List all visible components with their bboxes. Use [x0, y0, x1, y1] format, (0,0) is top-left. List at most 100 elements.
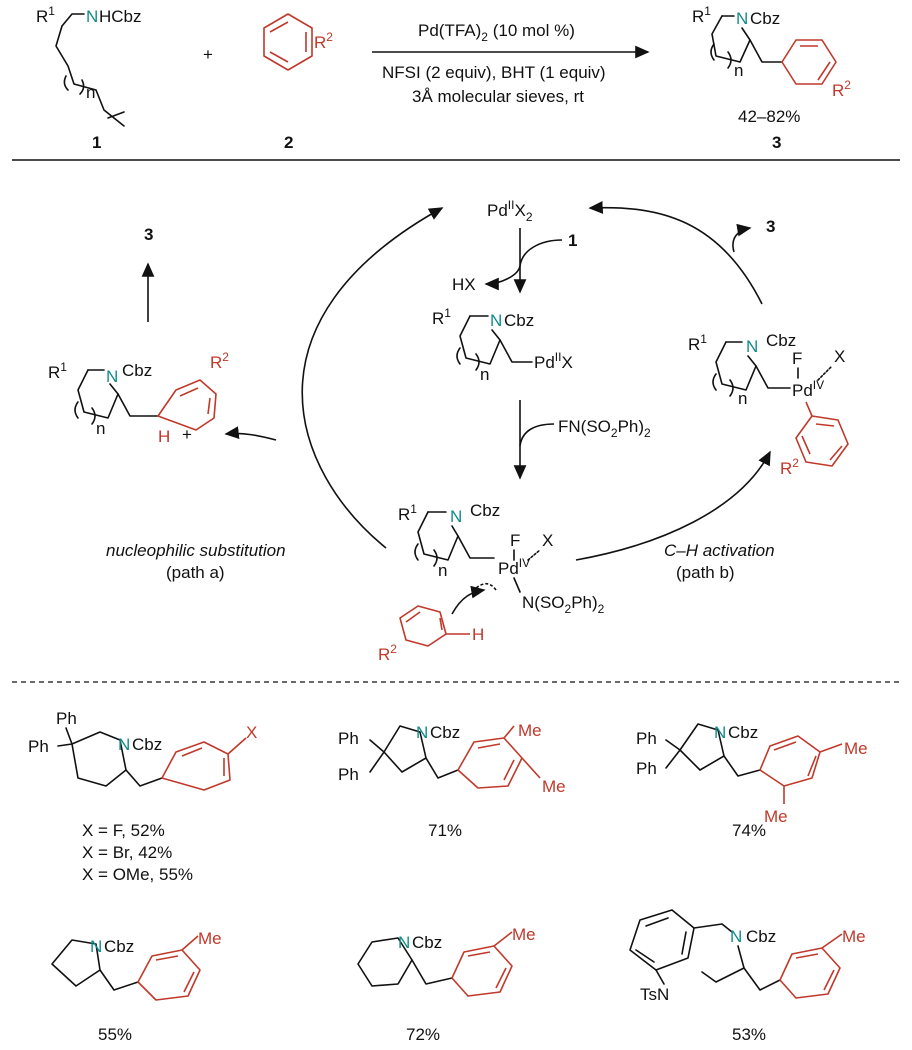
aryl-pd: PdIV [792, 378, 824, 400]
attacking-arene-db2 [439, 617, 443, 631]
condition-line-2: NFSI (2 equiv), BHT (1 equiv) [382, 63, 606, 82]
ex1-nitrogen: N [118, 735, 130, 754]
ex2-db2 [503, 759, 515, 781]
int1-r1: R1 [432, 306, 451, 328]
ex3-db1 [773, 741, 797, 751]
product-arene-double-2 [817, 61, 831, 81]
ex2-me-2: Me [542, 777, 566, 796]
arene-attack-arrow [451, 585, 486, 615]
path-b-product: 3 [766, 217, 775, 236]
product-paren-right [727, 51, 732, 69]
int1-pd: PdIIX [534, 350, 573, 372]
aryl-ring [715, 341, 757, 391]
byproduct-hx: HX [452, 275, 476, 294]
ex3-me-bond-1 [819, 743, 843, 753]
reactant-1-nitrogen: N [86, 7, 98, 26]
plus-sign: + [203, 45, 213, 64]
ex5-me: Me [512, 925, 536, 944]
wheland-ch2 [117, 393, 159, 417]
wheland-db1 [179, 387, 199, 397]
ex3-db2 [807, 755, 817, 777]
reactant-1-paren-left [63, 75, 69, 91]
catalytic-cycle: PdIIX2 1 HX R1 N Cbz n PdIIX FN(SO2Ph)2 … [48, 198, 849, 664]
int2-nitrogen: N [450, 507, 462, 526]
ex1-yield-3: X = OMe, 55% [82, 865, 193, 884]
ex1-yield-2: X = Br, 42% [82, 843, 172, 862]
ex6-ch2 [743, 967, 781, 991]
int2-nsulfonyl: N(SO2Ph)2 [522, 593, 605, 616]
ex5-db1 [467, 951, 491, 957]
ex1-ph-top: Ph [56, 709, 77, 728]
cycle-arc-right [588, 201, 763, 305]
product-cbz: Cbz [750, 9, 780, 28]
product-n: n [734, 61, 743, 80]
ex5-db2 [495, 967, 507, 989]
cycle-arc-left [301, 207, 444, 549]
attacking-arene-r2: R2 [378, 642, 397, 664]
reactant-2-ring [263, 13, 313, 71]
ex1-cbz: Cbz [132, 735, 162, 754]
ex2-ph-bottom: Ph [338, 765, 359, 784]
int1-paren-r [475, 353, 480, 371]
ex6-db1 [795, 953, 819, 959]
ex3-yield: 74% [732, 821, 766, 840]
top-reaction: R1 N HCbz n 1 + R2 2 Pd(TFA)2 (10 mol %)… [36, 4, 851, 152]
int2-n: n [438, 561, 447, 580]
ex5-ch2 [411, 959, 453, 985]
product-structure: R1 N Cbz n R2 42–82% 3 [692, 4, 851, 152]
path-a-product: 3 [144, 225, 153, 244]
ex1-arene [161, 741, 231, 791]
reagent-1: 1 [568, 231, 577, 250]
reactant-1-chain-top [61, 13, 85, 27]
int1-n: n [480, 365, 489, 384]
yield-range: 42–82% [738, 107, 800, 126]
aryl-db3 [801, 435, 811, 455]
int2-f: F [510, 531, 520, 550]
aryl-x-bond [817, 365, 833, 381]
ex4-pyrrolidine [51, 939, 101, 987]
path-b-name: C–H activation [664, 541, 775, 560]
ex2-ph-top: Ph [338, 729, 359, 748]
ex1-ph-left: Ph [28, 737, 49, 756]
ex4-ch2 [99, 969, 139, 991]
reactant-2-double-1 [269, 21, 289, 33]
ex6-benzo-db3 [635, 949, 655, 963]
ex3-me-1: Me [844, 739, 868, 758]
scope-example-2: Ph Ph N Cbz Me Me 71% [338, 721, 566, 840]
ex6-tsn: TsN [640, 985, 669, 1004]
ex1-yield-1: X = F, 52% [82, 821, 165, 840]
oxidant: FN(SO2Ph)2 [558, 417, 651, 440]
ex6-db2 [823, 969, 835, 991]
ex5-me-bond [493, 931, 513, 947]
path-b-label: (path b) [676, 563, 735, 582]
ex5-arene [451, 945, 513, 997]
reactant-2-r2: R2 [314, 30, 333, 52]
condition-line-3: 3Å molecular sieves, rt [412, 87, 584, 106]
int1-ring [459, 315, 501, 365]
int2-ch2 [457, 535, 495, 559]
int2-ring [417, 511, 459, 561]
ex4-cbz: Cbz [104, 937, 134, 956]
wheland-paren-l [74, 401, 79, 419]
ex3-ph-bonds [665, 739, 681, 769]
ex3-nitrogen: N [714, 723, 726, 742]
ex6-ch2-n [693, 923, 733, 933]
ex2-yield: 71% [428, 821, 462, 840]
wheland-ring-arene [157, 379, 217, 431]
ex1-x-bond [227, 737, 247, 755]
int2-x-bond [527, 549, 541, 561]
aryl-x: X [834, 347, 845, 366]
aryl-r2: R2 [780, 456, 799, 478]
attacking-arene-db1 [405, 611, 421, 623]
aryl-paren-l [712, 373, 717, 391]
ex2-ph-bonds [369, 739, 385, 773]
ex4-me: Me [198, 929, 222, 948]
ex6-benzo-db1 [645, 917, 669, 927]
int1-nitrogen: N [490, 311, 502, 330]
wheland-paren-r [91, 407, 96, 425]
scope-example-1: Ph Ph N Cbz X X = F, 52% X = Br, 42% X =… [28, 709, 257, 884]
ex1-ph-bonds [57, 727, 73, 747]
ex3-pyrrolidine [679, 723, 725, 771]
aryl-ring-arene [795, 415, 849, 467]
